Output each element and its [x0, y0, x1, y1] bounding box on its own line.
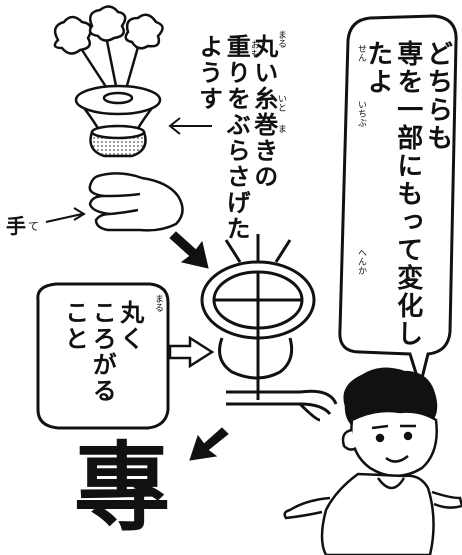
ruby-henka: へんか — [356, 248, 366, 275]
ruby-sen: せん — [356, 44, 366, 62]
ancient-glyph — [200, 234, 338, 422]
roll-box-line-3: こと — [60, 300, 89, 352]
ruby-ichibu: いちぶ — [356, 100, 366, 127]
spool-caption-line-3: ようす — [194, 34, 223, 112]
hand-label: 手 — [6, 214, 26, 238]
boy-character — [283, 367, 462, 555]
roll-box-line-1: 丸く — [115, 300, 144, 352]
roll-box-text: 丸く ころがる こと — [60, 300, 144, 420]
arrow-to-hand — [45, 207, 86, 223]
arrow-to-spool — [168, 117, 212, 135]
roll-box-line-2: ころがる — [88, 300, 117, 404]
speech-text: どちらも 専を一部にもって変化したよ — [362, 40, 453, 350]
spool-caption: 丸い糸巻きの 重りをぶらさげた ようす — [194, 34, 278, 274]
final-kanji: 專 — [74, 432, 170, 544]
spool-caption-line-1: 丸い糸巻きの — [249, 34, 278, 190]
spool-caption-line-2: 重りをぶらさげた — [222, 34, 251, 242]
ruby-maru-box: まる — [153, 294, 163, 312]
ruby-maru-spool: まる — [276, 30, 286, 48]
hand-label-ruby: て — [28, 220, 39, 233]
black-arrows — [169, 231, 229, 461]
roll-box — [36, 282, 170, 430]
arrow-to-box — [168, 335, 215, 369]
ruby-ma: ま — [276, 124, 286, 133]
speech-line-2: 専を一部にもって変化したよ — [362, 40, 423, 348]
hand-drawing — [88, 172, 184, 232]
speech-line-1: どちらも — [422, 40, 453, 152]
ruby-omo: おも — [249, 40, 259, 58]
spool-weight-drawing — [53, 5, 164, 158]
ruby-ito: いと — [276, 94, 286, 112]
